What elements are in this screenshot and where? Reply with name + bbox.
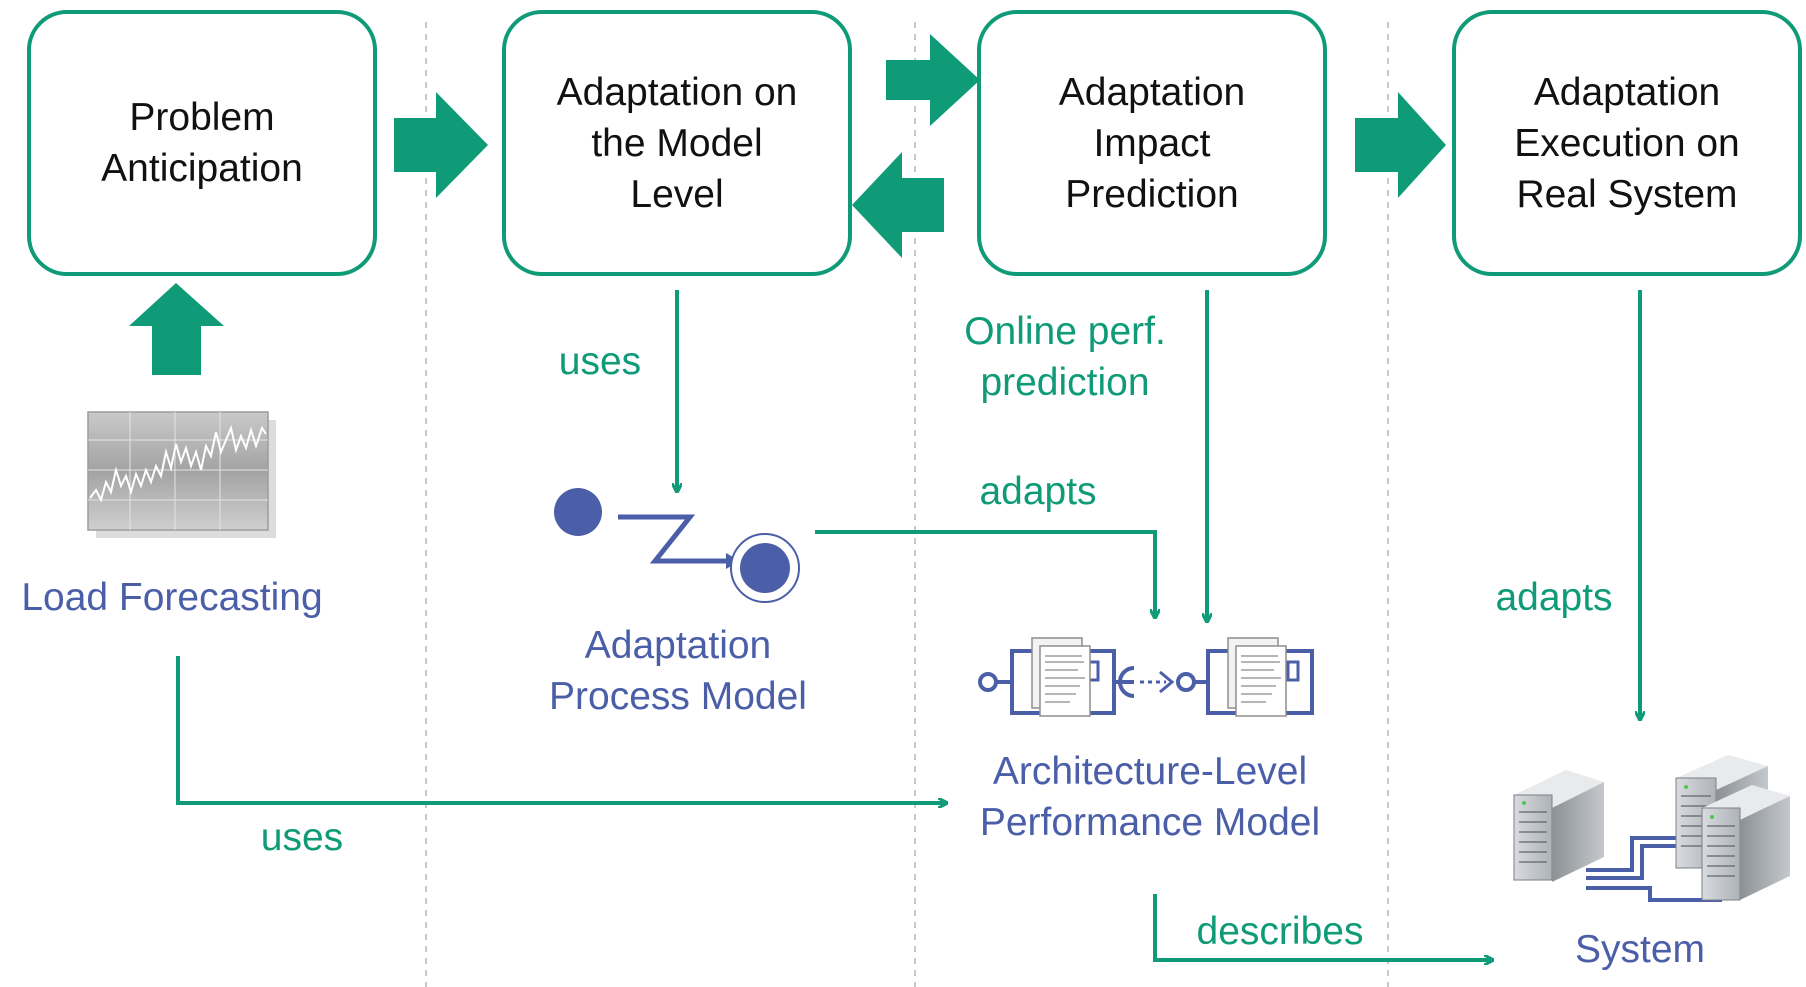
component-right: [1176, 637, 1314, 717]
label-uses-process-model: uses: [558, 340, 642, 383]
stage-execution-real-system: Adaptation Execution on Real System: [1452, 10, 1802, 276]
stage-adaptation-model-level: Adaptation on the Model Level: [502, 10, 852, 276]
stage-problem-anticipation: Problem Anticipation: [27, 10, 377, 276]
label-adapts-system: adapts: [1495, 576, 1613, 619]
stage-flow-arrows: [129, 34, 1446, 375]
forecast-up-arrow: [129, 283, 224, 375]
label-architecture-model: Architecture-Level Performance Model: [979, 750, 1321, 844]
flow-arrow-3-to-4: [1355, 92, 1446, 198]
label-system: System: [1574, 928, 1706, 971]
label-adaptation-process-model: Adaptation Process Model: [549, 624, 807, 718]
connector-describes: [1153, 894, 1492, 960]
line-chart-thumbnail-icon: [87, 411, 276, 538]
connector-uses-forecast: [176, 656, 946, 803]
stage-label: Adaptation on the Model Level: [556, 70, 798, 216]
server-right-front: [1701, 785, 1790, 901]
stage-impact-prediction: Adaptation Impact Prediction: [977, 10, 1327, 276]
label-adapts-model: adapts: [979, 470, 1097, 513]
stage-label: Adaptation Impact Prediction: [1058, 70, 1246, 216]
component-left: [978, 637, 1116, 717]
component-diagram-icon: [978, 637, 1314, 717]
flow-arrow-2-to-3: [886, 34, 980, 126]
state-machine-icon: [554, 488, 800, 603]
label-load-forecasting: Load Forecasting: [21, 576, 323, 619]
connectors: [176, 290, 1640, 960]
stage-label: Adaptation Execution on Real System: [1514, 70, 1740, 216]
label-uses-forecast: uses: [260, 816, 344, 859]
server-left: [1513, 770, 1604, 882]
label-online-prediction: Online perf. prediction: [964, 310, 1166, 404]
label-describes: describes: [1196, 910, 1364, 953]
connector-adapts-model: [815, 530, 1155, 617]
flow-arrow-1-to-2: [394, 92, 488, 198]
stage-label: Problem Anticipation: [101, 96, 303, 190]
flow-arrow-3-to-2: [852, 152, 944, 258]
servers-icon: [1513, 755, 1790, 902]
